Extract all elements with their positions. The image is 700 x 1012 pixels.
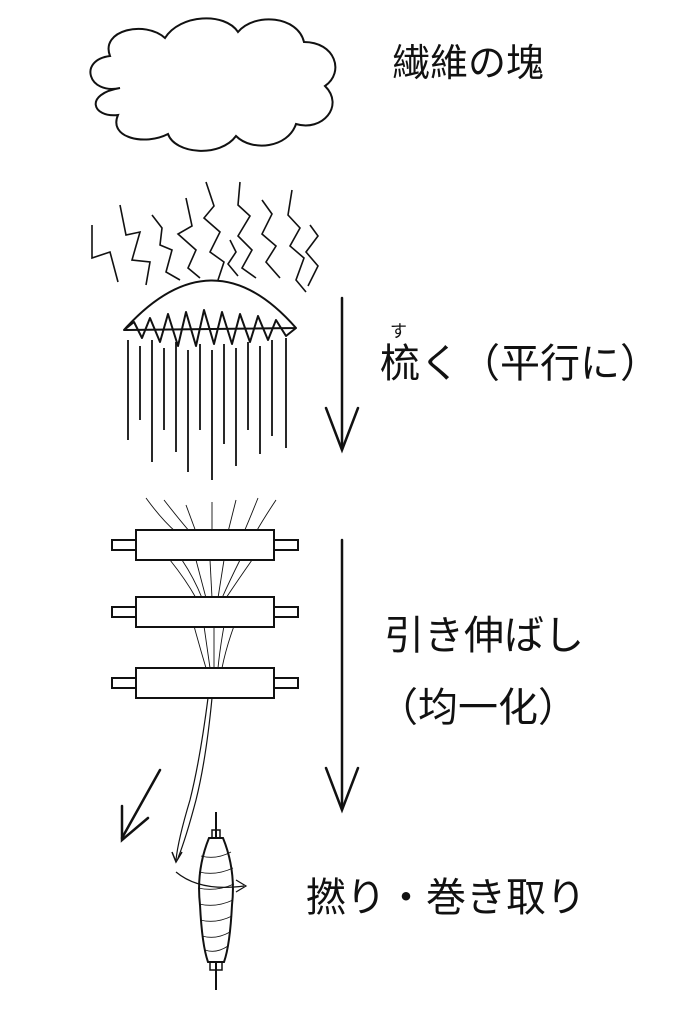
label-fiber-mass: 繊維の塊 [392,41,545,85]
roller-3 [135,667,275,699]
down-arrow-draft [324,538,360,814]
label-comb-ruby: す [390,322,407,342]
rotation-arrow [175,871,248,893]
label-twist-wind: 撚り・巻き取り [306,875,586,921]
comb [123,279,297,347]
down-arrow-comb [324,296,360,454]
loose-fibers [91,181,319,293]
roller-1-axle-right [273,539,299,551]
label-comb: 梳く（平行に） [380,341,660,387]
roller-2 [135,596,275,628]
label-drafting: 引き伸ばし [384,613,584,659]
roller-3-axle-right [273,677,299,689]
roller-1-axle-left [111,539,137,551]
label-drafting-note: （均一化） [378,685,578,731]
roller-2-axle-right [273,606,299,618]
drafting-fibers [145,497,277,669]
fiber-mass-cloud [89,17,337,152]
yarn-strand [171,697,213,864]
spindle [197,812,235,990]
drafting-rollers [111,529,299,699]
parallel-fibers [127,338,287,480]
roller-3-axle-left [111,677,137,689]
diagonal-arrow [120,768,162,843]
roller-2-axle-left [111,606,137,618]
roller-1 [135,529,275,561]
